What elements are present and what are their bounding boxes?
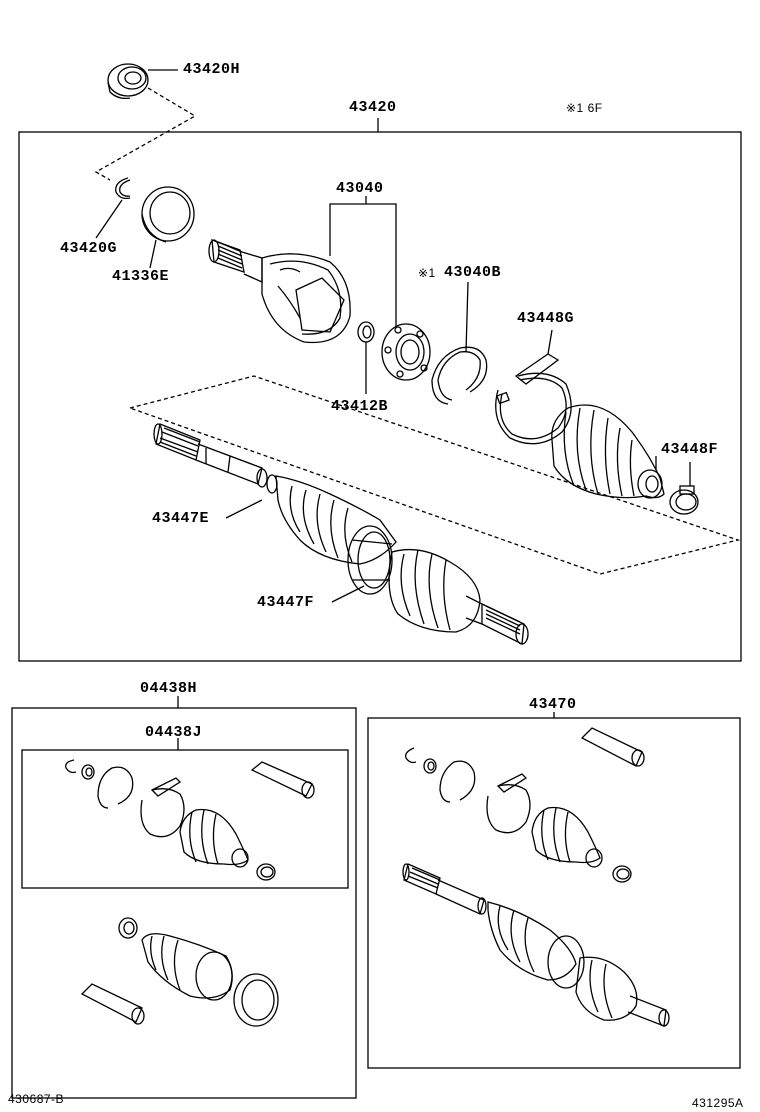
seal-ring-icon[interactable] [118,917,138,939]
seal-ring-icon[interactable] [423,758,437,774]
snap-ring-icon[interactable] [357,321,375,343]
cv-joint-icon[interactable] [381,323,431,381]
boot-kit-h-frame [11,707,357,1099]
footer-left-code: 430687-B [8,1092,65,1106]
part-label-43420h[interactable]: 43420H [183,61,241,78]
part-label-43447f[interactable]: 43447F [257,594,315,611]
part-label-43412b[interactable]: 43412B [331,398,389,415]
clamp-band-icon[interactable] [256,863,276,881]
clamp-band-icon[interactable] [612,865,632,883]
snap-ring-icon[interactable] [439,760,476,803]
part-label-43448f[interactable]: 43448F [661,441,719,458]
snap-ring-icon[interactable] [431,346,488,405]
grease-tube-icon[interactable] [580,727,645,767]
snap-ring-icon[interactable] [405,747,417,764]
boot-icon[interactable] [179,808,249,868]
shaft-icon[interactable] [153,423,529,646]
part-label-43448g[interactable]: 43448G [517,310,575,327]
note-mark: ※1 [418,266,436,280]
part-label-43420[interactable]: 43420 [349,99,397,116]
part-label-41336e[interactable]: 41336E [112,268,170,285]
seal-ring-icon[interactable] [107,63,149,100]
boot-icon[interactable] [531,806,603,868]
grease-tube-icon[interactable] [250,761,315,799]
cv-joint-icon[interactable] [208,239,351,344]
clamp-band-icon[interactable] [486,773,531,834]
part-label-43040[interactable]: 43040 [336,180,384,197]
shaft-icon[interactable] [402,863,670,1027]
boot-kit-j-frame [21,749,349,889]
part-label-04438h[interactable]: 04438H [140,680,198,697]
footer-right-code: 431295A [692,1096,744,1110]
boot-icon[interactable] [551,404,665,499]
part-label-43040b[interactable]: 43040B [444,264,502,281]
snap-ring-icon[interactable] [65,759,77,774]
grease-tube-icon[interactable] [80,983,145,1025]
part-label-43447e[interactable]: 43447E [152,510,210,527]
snap-ring-icon[interactable] [97,766,134,809]
joint-kit-frame [367,717,741,1069]
clamp-band-icon[interactable] [669,485,699,515]
part-label-43470[interactable]: 43470 [529,696,577,713]
part-label-04438j[interactable]: 04438J [145,724,203,741]
seal-ring-icon[interactable] [81,764,95,780]
seal-ring-icon[interactable] [141,186,195,243]
clamp-band-icon[interactable] [233,973,279,1027]
part-label-43420g[interactable]: 43420G [60,240,118,257]
clamp-band-icon[interactable] [495,353,572,445]
snap-ring-icon[interactable] [115,177,131,200]
note-code: ※1 6F [566,101,603,115]
main-assembly-frame [18,131,742,662]
clamp-band-icon[interactable] [140,777,185,838]
boot-icon[interactable] [141,933,233,1001]
